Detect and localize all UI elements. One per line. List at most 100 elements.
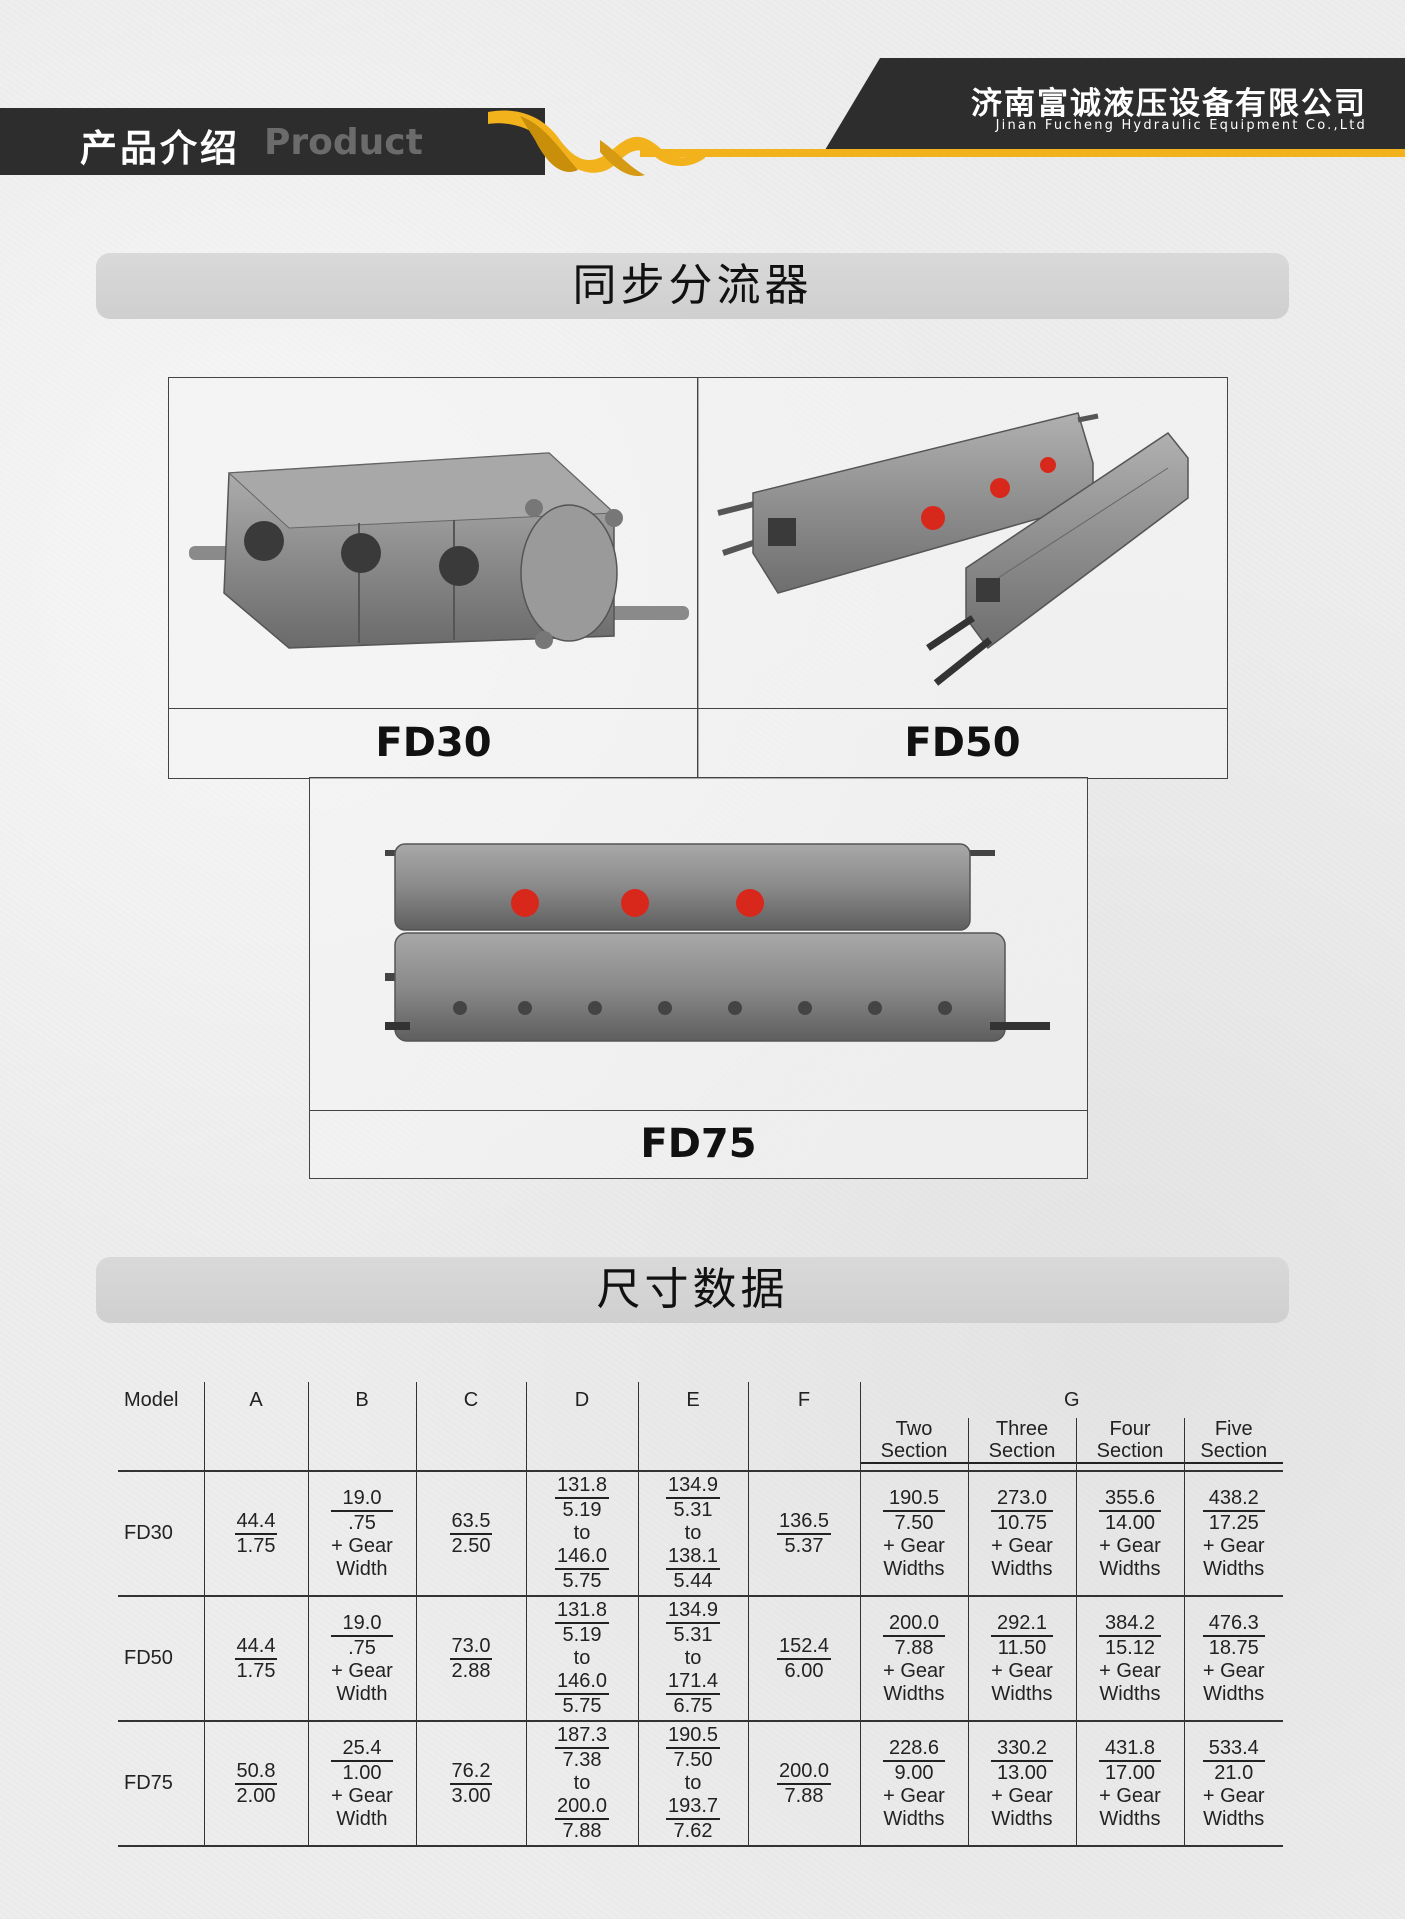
width-label: Widths	[991, 1682, 1053, 1705]
value-mm: 76.2	[449, 1760, 493, 1785]
value-mm: 44.4	[234, 1635, 278, 1660]
col-header-f: F	[747, 1382, 860, 1418]
section-title-products: 同步分流器	[572, 260, 813, 311]
range-to: to	[573, 1647, 591, 1669]
width-label: Width	[336, 1682, 388, 1705]
gear-label: + Gear	[1202, 1534, 1265, 1557]
width-label: Widths	[1099, 1682, 1161, 1705]
value-inch: .75	[348, 1511, 376, 1534]
g-sub-label: Two Section	[860, 1418, 968, 1464]
value-inch: 10.75	[996, 1511, 1048, 1534]
value-inch: 14.00	[1104, 1511, 1156, 1534]
value-inch: 2.50	[451, 1534, 491, 1557]
gear-label: + Gear	[991, 1534, 1053, 1557]
value-inch: 18.75	[1208, 1636, 1259, 1659]
value-inch: 11.50	[997, 1636, 1047, 1659]
width-label: Width	[336, 1807, 388, 1830]
value-inch-min: 7.50	[673, 1749, 713, 1771]
gear-label: + Gear	[883, 1784, 945, 1807]
value-inch: 3.00	[451, 1784, 491, 1807]
fd50-divider-illustration	[717, 412, 1189, 686]
header-title-en: Product	[264, 122, 423, 163]
value-mm: 292.1	[991, 1612, 1053, 1637]
range-to: to	[684, 1647, 702, 1669]
col-header-g: G	[859, 1382, 1283, 1418]
product-image-area	[310, 778, 1087, 1111]
range-to: to	[573, 1772, 591, 1794]
value-inch-max: 7.88	[562, 1820, 602, 1842]
subheader-empty	[747, 1418, 860, 1471]
gear-label: + Gear	[991, 1784, 1053, 1807]
value-mm: 190.5	[883, 1487, 945, 1512]
value-inch: 5.37	[784, 1534, 824, 1557]
g-sub-three-section: Three Section	[967, 1418, 1076, 1471]
range-to: to	[573, 1522, 591, 1544]
value-mm-min: 131.8	[554, 1474, 610, 1499]
value-inch: 7.50	[894, 1511, 934, 1534]
value-mm: 136.5	[776, 1510, 832, 1535]
value-mm: 44.4	[234, 1510, 278, 1535]
value-mm-max: 171.4	[665, 1670, 721, 1695]
value-mm: 431.8	[1099, 1737, 1161, 1762]
product-label-fd75: FD75	[640, 1121, 757, 1167]
value-inch-max: 5.75	[562, 1695, 602, 1717]
value-inch-min: 5.31	[673, 1624, 713, 1646]
value-mm: 73.0	[449, 1635, 493, 1660]
value-inch-max: 6.75	[673, 1695, 713, 1717]
value-mm: 533.4	[1202, 1737, 1265, 1762]
value-inch: 7.88	[894, 1636, 934, 1659]
value-mm-min: 131.8	[554, 1599, 610, 1624]
value-mm-max: 146.0	[554, 1670, 610, 1695]
product-image-area	[169, 378, 698, 709]
value-mm: 476.3	[1202, 1612, 1265, 1637]
header-title-cn: 产品介绍	[80, 127, 240, 170]
subheader-empty	[415, 1418, 526, 1471]
value-mm-max: 193.7	[665, 1795, 721, 1820]
value-inch: 1.75	[236, 1659, 276, 1682]
width-label: Width	[336, 1557, 388, 1580]
value-inch: 17.00	[1104, 1761, 1156, 1784]
g-sub-five-section: Five Section	[1183, 1418, 1283, 1471]
value-mm-max: 200.0	[554, 1795, 610, 1820]
section-title-dimensions: 尺寸数据	[596, 1264, 789, 1315]
col-header-c: C	[415, 1382, 526, 1418]
value-mm-min: 187.3	[554, 1724, 610, 1749]
table-bottom-rule	[118, 1845, 1283, 1848]
product-card-fd75: FD75	[309, 777, 1088, 1179]
model-cell: FD30	[118, 1470, 204, 1596]
gear-label: + Gear	[883, 1534, 945, 1557]
gear-label: + Gear	[1202, 1784, 1265, 1807]
width-label: Widths	[883, 1682, 945, 1705]
